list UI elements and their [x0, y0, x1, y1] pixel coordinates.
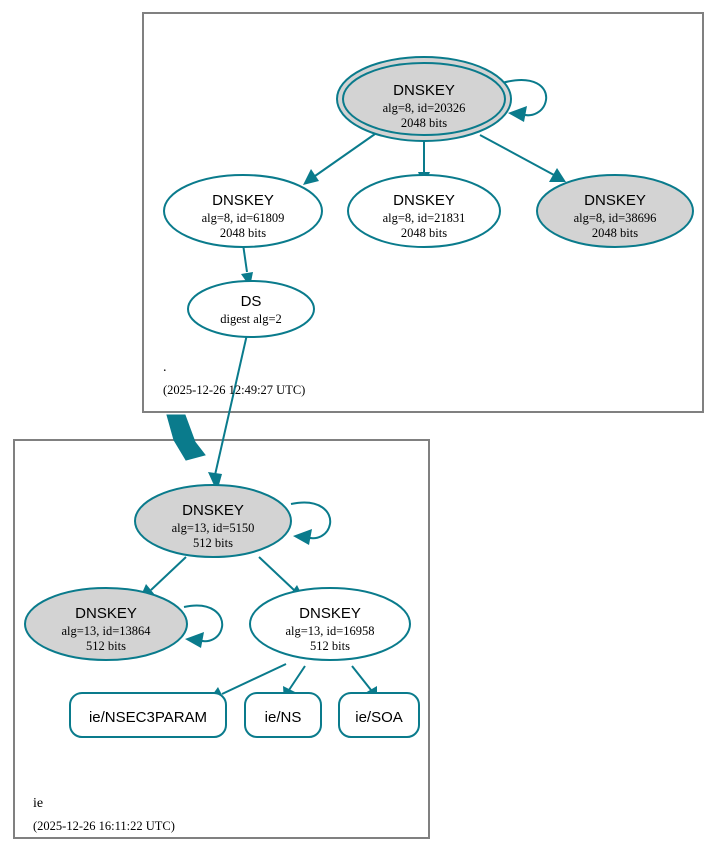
node-detail-size: 512 bits: [193, 536, 233, 550]
zone-timestamp-ie: (2025-12-26 16:11:22 UTC): [33, 819, 175, 833]
node-root-ksk-20326[interactable]: DNSKEY alg=8, id=20326 2048 bits: [336, 56, 512, 142]
node-title: DNSKEY: [393, 192, 455, 209]
node-detail-size: 2048 bits: [401, 226, 447, 240]
node-detail-size: 512 bits: [310, 639, 350, 653]
node-detail-size: 2048 bits: [401, 116, 447, 130]
node-ie-ksk-5150[interactable]: DNSKEY alg=13, id=5150 512 bits: [134, 484, 292, 558]
node-detail-alg: alg=8, id=38696: [574, 211, 657, 225]
node-detail-size: 2048 bits: [220, 226, 266, 240]
edge-self-loop-ie-ksk-5150: [290, 501, 332, 545]
rrset-label: ie/SOA: [355, 709, 403, 726]
zone-timestamp-root: (2025-12-26 12:49:27 UTC): [163, 383, 305, 397]
node-detail-alg: alg=13, id=16958: [285, 624, 374, 638]
node-detail-alg: alg=8, id=20326: [383, 101, 466, 115]
edge-self-loop-ie-key-13864: [183, 604, 224, 648]
node-detail-digest: digest alg=2: [220, 312, 282, 326]
node-detail-alg: alg=8, id=61809: [202, 211, 285, 225]
node-title: DS: [241, 293, 262, 310]
node-detail-alg: alg=8, id=21831: [383, 211, 466, 225]
node-root-zsk-21831[interactable]: DNSKEY alg=8, id=21831 2048 bits: [347, 174, 501, 248]
node-title: DNSKEY: [75, 605, 137, 622]
node-ie-nsec3param[interactable]: ie/NSEC3PARAM: [69, 692, 227, 738]
zone-cluster-ie: [13, 439, 430, 839]
node-detail-alg: alg=13, id=13864: [61, 624, 151, 638]
node-title: DNSKEY: [584, 192, 646, 209]
zone-cluster-root: [142, 12, 704, 413]
edge-root-ds-to-ie-ksk-5150: [208, 329, 249, 492]
node-ie-key-13864[interactable]: DNSKEY alg=13, id=13864 512 bits: [24, 587, 188, 661]
node-root-ds[interactable]: DS digest alg=2: [187, 280, 315, 338]
edge-root-ksk-to-zsk-38696: [479, 134, 566, 182]
rrset-label: ie/NSEC3PARAM: [89, 709, 207, 726]
zone-label-root: .: [163, 360, 167, 375]
edge-root-ksk-to-zsk-61809: [303, 133, 376, 185]
node-ie-ns[interactable]: ie/NS: [244, 692, 322, 738]
edge-self-loop-root-ksk-20326: [501, 79, 548, 122]
node-title: DNSKEY: [393, 82, 455, 99]
node-detail-size: 512 bits: [86, 639, 126, 653]
edge-delegation-root-to-ie: [166, 414, 206, 461]
node-detail-alg: alg=13, id=5150: [172, 521, 255, 535]
node-ie-zsk-16958[interactable]: DNSKEY alg=13, id=16958 512 bits: [249, 587, 411, 661]
node-title: DNSKEY: [299, 605, 361, 622]
node-root-zsk-61809[interactable]: DNSKEY alg=8, id=61809 2048 bits: [163, 174, 323, 248]
node-title: DNSKEY: [182, 502, 244, 519]
rrset-label: ie/NS: [265, 709, 302, 726]
node-detail-size: 2048 bits: [592, 226, 638, 240]
node-root-zsk-38696[interactable]: DNSKEY alg=8, id=38696 2048 bits: [536, 174, 694, 248]
zone-label-ie: ie: [33, 796, 43, 811]
node-title: DNSKEY: [212, 192, 274, 209]
node-ie-soa[interactable]: ie/SOA: [338, 692, 420, 738]
